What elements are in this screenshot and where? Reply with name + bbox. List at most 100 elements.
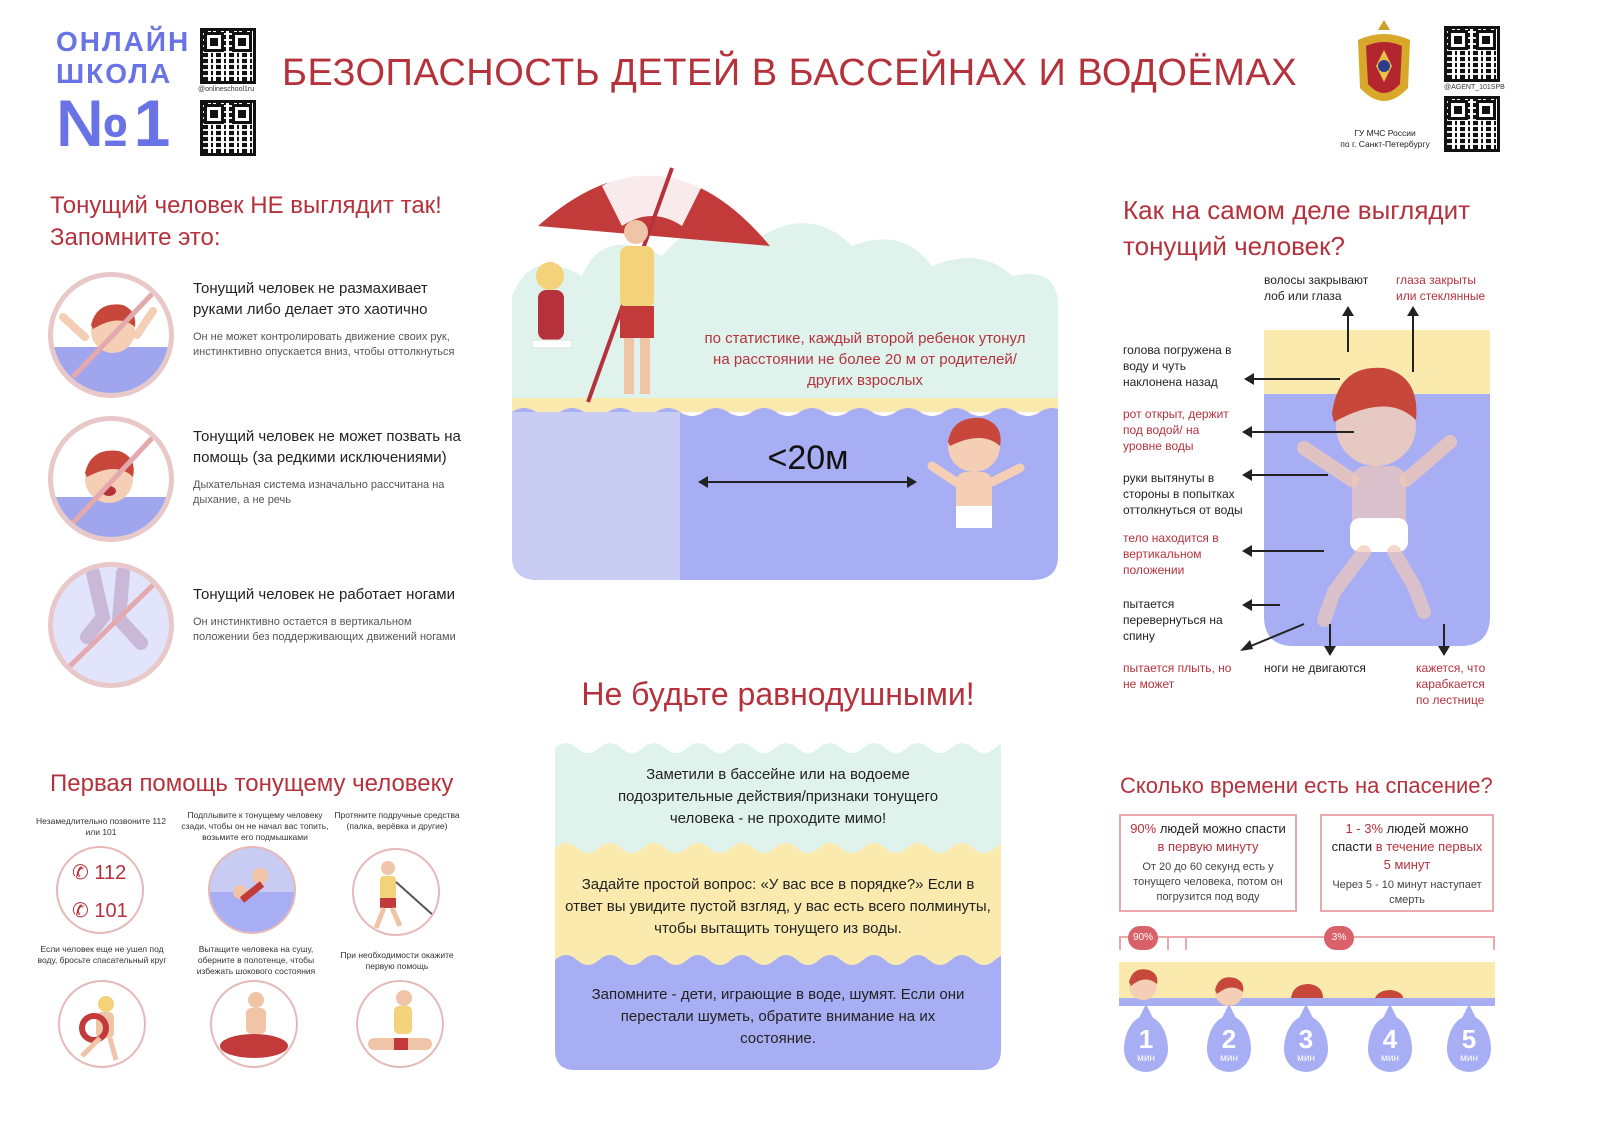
stat-box-2-main: 1 - 3% людей можно спасти в течение перв…	[1328, 820, 1486, 874]
stat-box-2-sub: Через 5 - 10 минут наступает смерть	[1332, 879, 1482, 906]
minute-unit: мин	[1381, 1053, 1399, 1064]
label-eyes: глаза закрыты или стеклянные	[1396, 273, 1486, 303]
arrow-up-icon	[1407, 306, 1419, 372]
logo-line-3: №1	[56, 86, 175, 160]
label-arms: руки вытянуты в стороны в попытках оттол…	[1123, 471, 1243, 517]
item-subtext: Он инстинктивно остается в вертикальном …	[193, 616, 456, 643]
stat-box-first-minute: 90% людей можно спасти в первую минуту О…	[1119, 814, 1297, 912]
phone-101-label: 101	[94, 900, 128, 922]
mchs-emblem-icon	[1352, 18, 1416, 122]
arrow-left-icon	[1242, 545, 1324, 557]
first-aid-title: Первая помощь тонущему человеку	[50, 770, 454, 797]
distance-label: <20м	[767, 439, 849, 477]
distance-arrow	[698, 476, 917, 488]
right-title-line1: Как на самом деле выглядит	[1123, 195, 1471, 225]
first-aid-caption-2: Подплывите к тонущему человеку сзади, чт…	[181, 810, 329, 842]
phone-112-label: 112	[94, 862, 127, 884]
stat-box-2-accent: в течение первых 5 минут	[1375, 839, 1483, 872]
first-aid-caption-1: Незамедлительно позвоните 112 или 101	[36, 816, 166, 837]
minute-number: 2	[1221, 1024, 1237, 1054]
emblem-caption: ГУ МЧС России по г. Санкт-Петербургу	[1330, 128, 1440, 150]
label-body: тело находится в вертикальном положении	[1123, 531, 1219, 577]
minute-number: 3	[1298, 1024, 1314, 1054]
qr-code-icon[interactable]	[1444, 96, 1500, 152]
lifebuoy-icon	[58, 980, 146, 1068]
list-item: Тонущий человек не размахивает руками ли…	[193, 278, 463, 360]
minute-unit: мин	[1297, 1053, 1315, 1064]
stat-box-1-pct: 90%	[1130, 821, 1157, 836]
label-mouth: рот открыт, держит под водой/ на уровне …	[1123, 407, 1229, 453]
label-swim: пытается плыть, но не может	[1123, 661, 1232, 691]
item-subtext: Он не может контролировать движение свои…	[193, 331, 455, 358]
first-aid-caption-5: Вытащите человека на сушу, оберните в по…	[196, 944, 316, 976]
phone-number-112: ✆ 112	[72, 862, 127, 884]
arrow-left-icon	[1242, 599, 1280, 611]
emblem-caption-line2: по г. Санкт-Петербургу	[1340, 139, 1430, 149]
label-legs: ноги не двигаются	[1264, 661, 1366, 675]
swim-rescue-icon	[208, 846, 296, 934]
page-title: БЕЗОПАСНОСТЬ ДЕТЕЙ В БАССЕЙНАХ И ВОДОЁМА…	[282, 52, 1298, 94]
first-aid-caption-6: При необходимости окажите первую помощь	[340, 950, 454, 971]
first-aid-caption-4: Если человек еще не ушел под воду, брось…	[37, 944, 167, 965]
logo-line-2: ШКОЛА	[56, 58, 173, 89]
shouting-child-icon	[48, 416, 174, 542]
kicking-legs-icon	[48, 562, 174, 688]
qr-code-icon[interactable]	[1444, 26, 1500, 82]
label-hair: волосы закрывают лоб или глаза	[1264, 273, 1369, 303]
flailing-arms-icon	[48, 272, 174, 398]
arrow-left-icon	[1242, 426, 1354, 438]
minute-number: 4	[1382, 1024, 1398, 1054]
stat-box-1-accent: в первую минуту	[1157, 839, 1259, 854]
phone-number-101: ✆ 101	[72, 900, 128, 922]
logo-line-1: ОНЛАЙН	[56, 26, 191, 57]
timeline-bracket	[1119, 936, 1495, 950]
beach-scene	[512, 146, 1064, 580]
badge-3: 3%	[1324, 926, 1354, 950]
arrow-left-icon	[1242, 469, 1328, 481]
appeal-bands	[555, 738, 1017, 1070]
stat-box-five-minutes: 1 - 3% людей можно спасти в течение перв…	[1320, 814, 1494, 912]
left-title-line1: Тонущий человек НЕ выглядит так!	[50, 192, 442, 219]
arrow-right-icon	[907, 476, 917, 488]
first-aid-caption-3: Протяните подручные средства (палка, вер…	[334, 810, 460, 831]
arrow-down-icon	[1324, 624, 1336, 656]
stat-box-1-sub: От 20 до 60 секунд есть у тонущего челов…	[1133, 861, 1283, 903]
qr-code-icon[interactable]	[200, 100, 256, 156]
minute-unit: мин	[1137, 1053, 1155, 1064]
label-head: голова погружена в воду и чуть наклонена…	[1123, 343, 1232, 389]
stat-box-1-text: людей можно спасти	[1156, 821, 1286, 836]
arrow-down-icon	[1438, 624, 1450, 656]
item-heading: Тонущий человек не работает ногами	[193, 586, 455, 603]
list-item: Тонущий человек не работает ногами Он ин…	[193, 584, 463, 645]
extend-stick-icon	[352, 848, 440, 936]
item-heading: Тонущий человек не может позвать на помо…	[193, 428, 461, 466]
arrow-left-icon	[1244, 373, 1340, 385]
list-item: Тонущий человек не может позвать на помо…	[193, 426, 463, 508]
cpr-icon	[356, 980, 444, 1068]
appeal-band-1: Заметили в бассейне или на водоеме подоз…	[617, 766, 939, 827]
appeal-band-2: Задайте простой вопрос: «У вас все в пор…	[565, 876, 991, 937]
right-title-line2: тонущий человек?	[1123, 231, 1345, 261]
rescue-time-title: Сколько времени есть на спасение?	[1120, 773, 1493, 798]
qr-caption-right: @AGENT_101SPB	[1444, 84, 1505, 91]
drowning-figure	[1264, 330, 1490, 646]
blanket-icon	[210, 980, 298, 1068]
arrow-diagonal-icon	[1238, 622, 1308, 652]
left-section-title: Тонущий человек НЕ выглядит так! Запомни…	[50, 190, 490, 254]
minute-number: 1	[1138, 1024, 1154, 1054]
qr-code-icon[interactable]	[200, 28, 256, 84]
minute-number: 5	[1461, 1024, 1477, 1054]
arrow-up-icon	[1342, 306, 1354, 352]
right-section-title: Как на самом деле выглядит тонущий челов…	[1123, 192, 1543, 264]
appeal-title: Не будьте равнодушными!	[581, 676, 975, 712]
item-heading: Тонущий человек не размахивает руками ли…	[193, 280, 428, 318]
school-logo: ОНЛАЙН ШКОЛА №1	[56, 26, 196, 158]
phone-icon[interactable]: ✆ 112 ✆ 101	[56, 846, 144, 934]
sinking-strip	[1119, 962, 1495, 1006]
emblem-caption-line1: ГУ МЧС России	[1354, 128, 1416, 138]
minute-unit: мин	[1220, 1053, 1238, 1064]
